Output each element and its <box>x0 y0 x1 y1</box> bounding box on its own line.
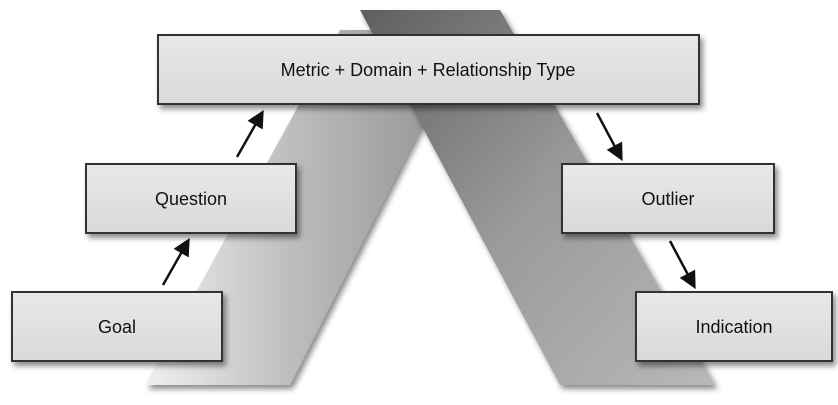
outlier-box: Outlier <box>561 163 775 234</box>
metric-box: Metric + Domain + Relationship Type <box>157 34 700 105</box>
question-box: Question <box>85 163 297 234</box>
arrow-question-to-metric <box>235 109 264 158</box>
arrow-metric-to-outlier <box>595 112 623 162</box>
question-box-label: Question <box>155 189 227 209</box>
arrow-outlier-to-indication <box>668 240 696 290</box>
metric-box-label: Metric + Domain + Relationship Type <box>281 60 576 80</box>
left-ribbon <box>145 30 470 385</box>
goal-box-label: Goal <box>98 317 136 337</box>
flow-arrows <box>161 109 696 290</box>
indication-box: Indication <box>635 291 833 362</box>
goal-box: Goal <box>11 291 223 362</box>
arrow-goal-to-question <box>161 237 190 286</box>
indication-box-label: Indication <box>695 317 772 337</box>
outlier-box-label: Outlier <box>641 189 694 209</box>
